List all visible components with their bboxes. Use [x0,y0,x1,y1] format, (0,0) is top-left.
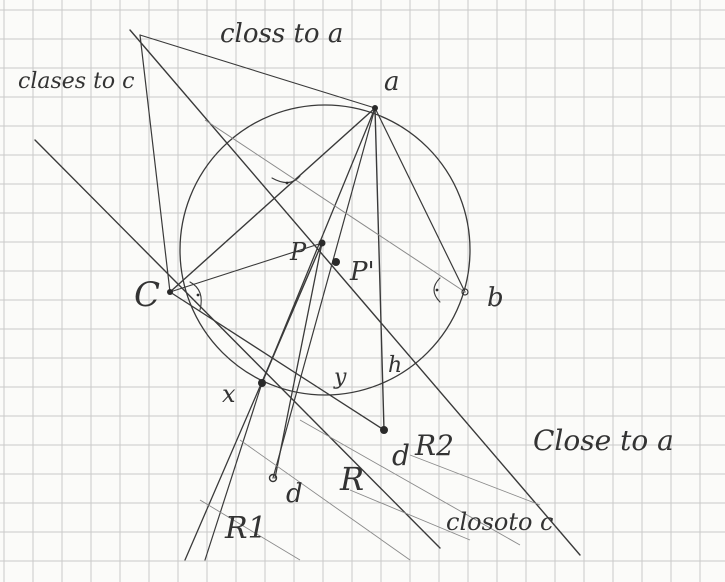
right-angle-mark-a [271,175,301,184]
line-x-down [204,382,263,561]
line-x-to-p [261,242,323,384]
right-angle-dot-b [435,288,439,292]
label-closest-to-c-bottom: closoto c [446,508,554,536]
point-b-marker [461,288,469,296]
label-point-h: h [388,353,402,378]
label-region-r1: R1 [224,511,267,546]
line-top-arc-to-a [139,34,376,109]
label-region-r: R [339,460,364,498]
point-x-marker [258,379,266,387]
right-angle-mark-b [433,277,441,303]
label-closest-to-c-left: clases to c [18,69,134,94]
point-a-marker [372,105,378,111]
label-point-d-right: d [392,439,410,472]
label-point-c: C [134,275,160,315]
line-c-to-p [169,242,323,293]
label-point-x: x [222,380,236,408]
line-a-to-h-d [374,107,385,431]
line-top-to-b [204,119,466,293]
point-p-prime-marker [332,258,340,266]
label-point-d-lower: d [286,479,303,509]
label-point-y: y [333,365,347,390]
right-angle-dot-a [285,181,289,185]
line-a-to-b [374,107,466,293]
line-c-to-d-right [169,291,385,431]
label-point-a: a [384,67,400,97]
label-point-b: b [487,283,504,313]
diagonal-top-left-to-bottom-right [129,29,581,556]
line-a-to-d-lower [272,107,376,479]
diagonal-left-to-bottom [34,139,441,549]
line-b-region-hatch-1 [299,419,521,546]
point-p-marker [318,239,326,247]
line-b-region-hatch-4 [409,454,541,506]
line-b-region-hatch-2 [239,439,411,561]
label-region-r2: R2 [414,429,454,462]
circumcircle [179,104,471,396]
point-c-marker [167,289,173,295]
point-d-right-marker [380,426,388,434]
line-a-to-c [169,107,376,293]
point-d-lower-marker [268,473,278,483]
right-angle-dot-c [196,293,200,297]
line-b-region-hatch-3 [199,499,301,561]
line-p-to-d-lower [274,242,323,479]
line-c-up-to-top [139,34,171,293]
label-point-p: P [289,238,307,266]
label-closest-to-a-right: Close to a [533,424,674,457]
line-b-region-hatch-5 [349,489,471,541]
label-point-p-prime: P' [349,257,375,287]
right-angle-mark-c [189,281,202,311]
label-closest-to-a-top: closs to a [220,19,343,49]
